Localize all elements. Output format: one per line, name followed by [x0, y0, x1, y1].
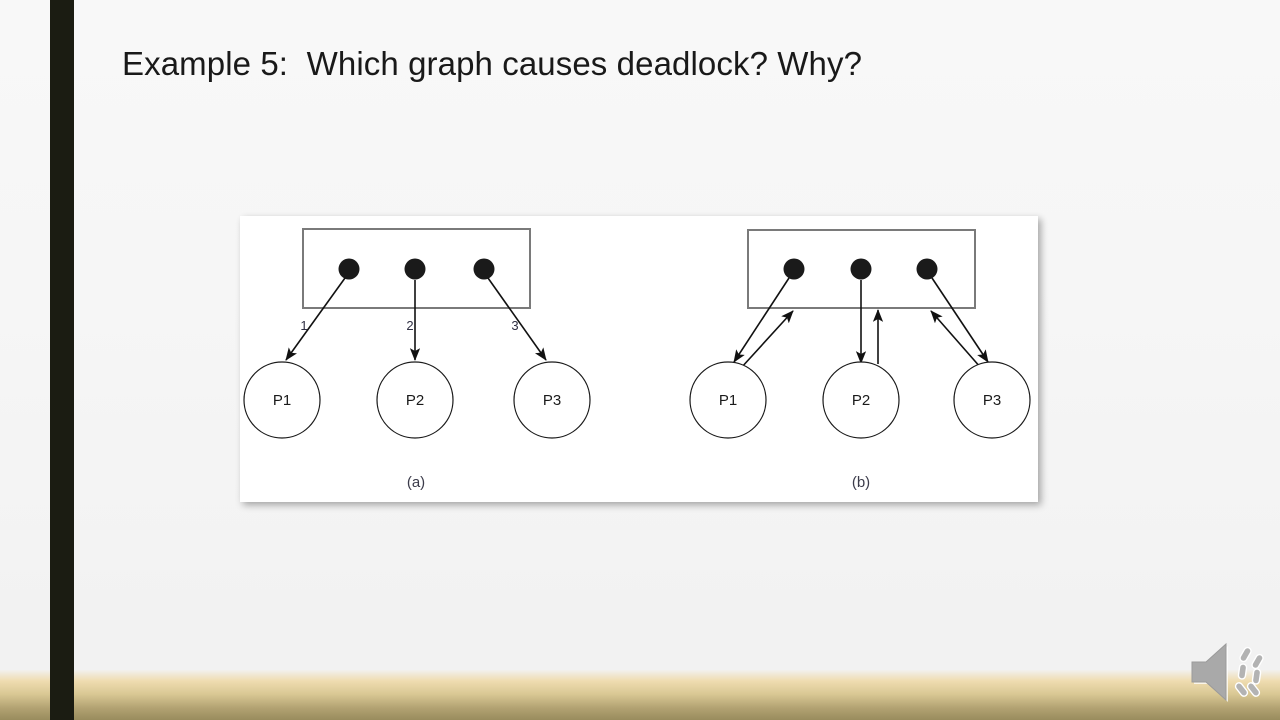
process-label-a-p2: P2 — [406, 392, 424, 409]
process-node-b-p2 — [822, 361, 900, 439]
page-title: Example 5: Which graph causes deadlock? … — [122, 45, 863, 82]
process-node-a-p3 — [513, 361, 591, 439]
resource-allocation-graph-figure: 1 2 3 P1 P2 P3 (a) — [243, 228, 1031, 491]
figure-panel: 1 2 3 P1 P2 P3 (a) — [240, 216, 1038, 502]
process-node-a-p1 — [243, 361, 321, 439]
assignment-edge-b-1 — [733, 277, 790, 363]
graph-a: 1 2 3 P1 P2 P3 (a) — [243, 228, 591, 491]
resource-dot-b-2 — [850, 258, 872, 280]
process-label-a-p1: P1 — [273, 392, 291, 409]
process-label-b-p2: P2 — [852, 392, 870, 409]
request-edge-b-3 — [930, 310, 982, 369]
assignment-edge-a-3 — [487, 277, 547, 361]
resource-dot-a-1 — [338, 258, 360, 280]
process-label-b-p3: P3 — [983, 392, 1001, 409]
process-node-b-p3 — [953, 361, 1031, 439]
graph-b: P1 P2 P3 (b) — [689, 229, 1031, 491]
assignment-edge-a-1 — [285, 277, 346, 361]
edge-label-a-1: 1 — [300, 318, 307, 333]
figure-caption-a: (a) — [407, 474, 425, 491]
process-node-a-p2 — [376, 361, 454, 439]
speaker-icon[interactable] — [1188, 636, 1272, 712]
resource-dot-b-3 — [916, 258, 938, 280]
process-node-b-p1 — [689, 361, 767, 439]
left-accent-bar — [50, 0, 74, 720]
edge-label-a-3: 3 — [511, 318, 518, 333]
speaker-icon-glyph — [1191, 642, 1264, 702]
bottom-gold-band — [0, 670, 1280, 720]
edge-label-a-2: 2 — [406, 318, 413, 333]
resource-dot-a-2 — [404, 258, 426, 280]
process-label-a-p3: P3 — [543, 392, 561, 409]
figure-caption-b: (b) — [852, 474, 870, 491]
resource-dot-b-1 — [783, 258, 805, 280]
request-edge-b-1 — [740, 310, 794, 369]
resource-dot-a-3 — [473, 258, 495, 280]
process-label-b-p1: P1 — [719, 392, 737, 409]
assignment-edge-b-3 — [931, 277, 989, 363]
